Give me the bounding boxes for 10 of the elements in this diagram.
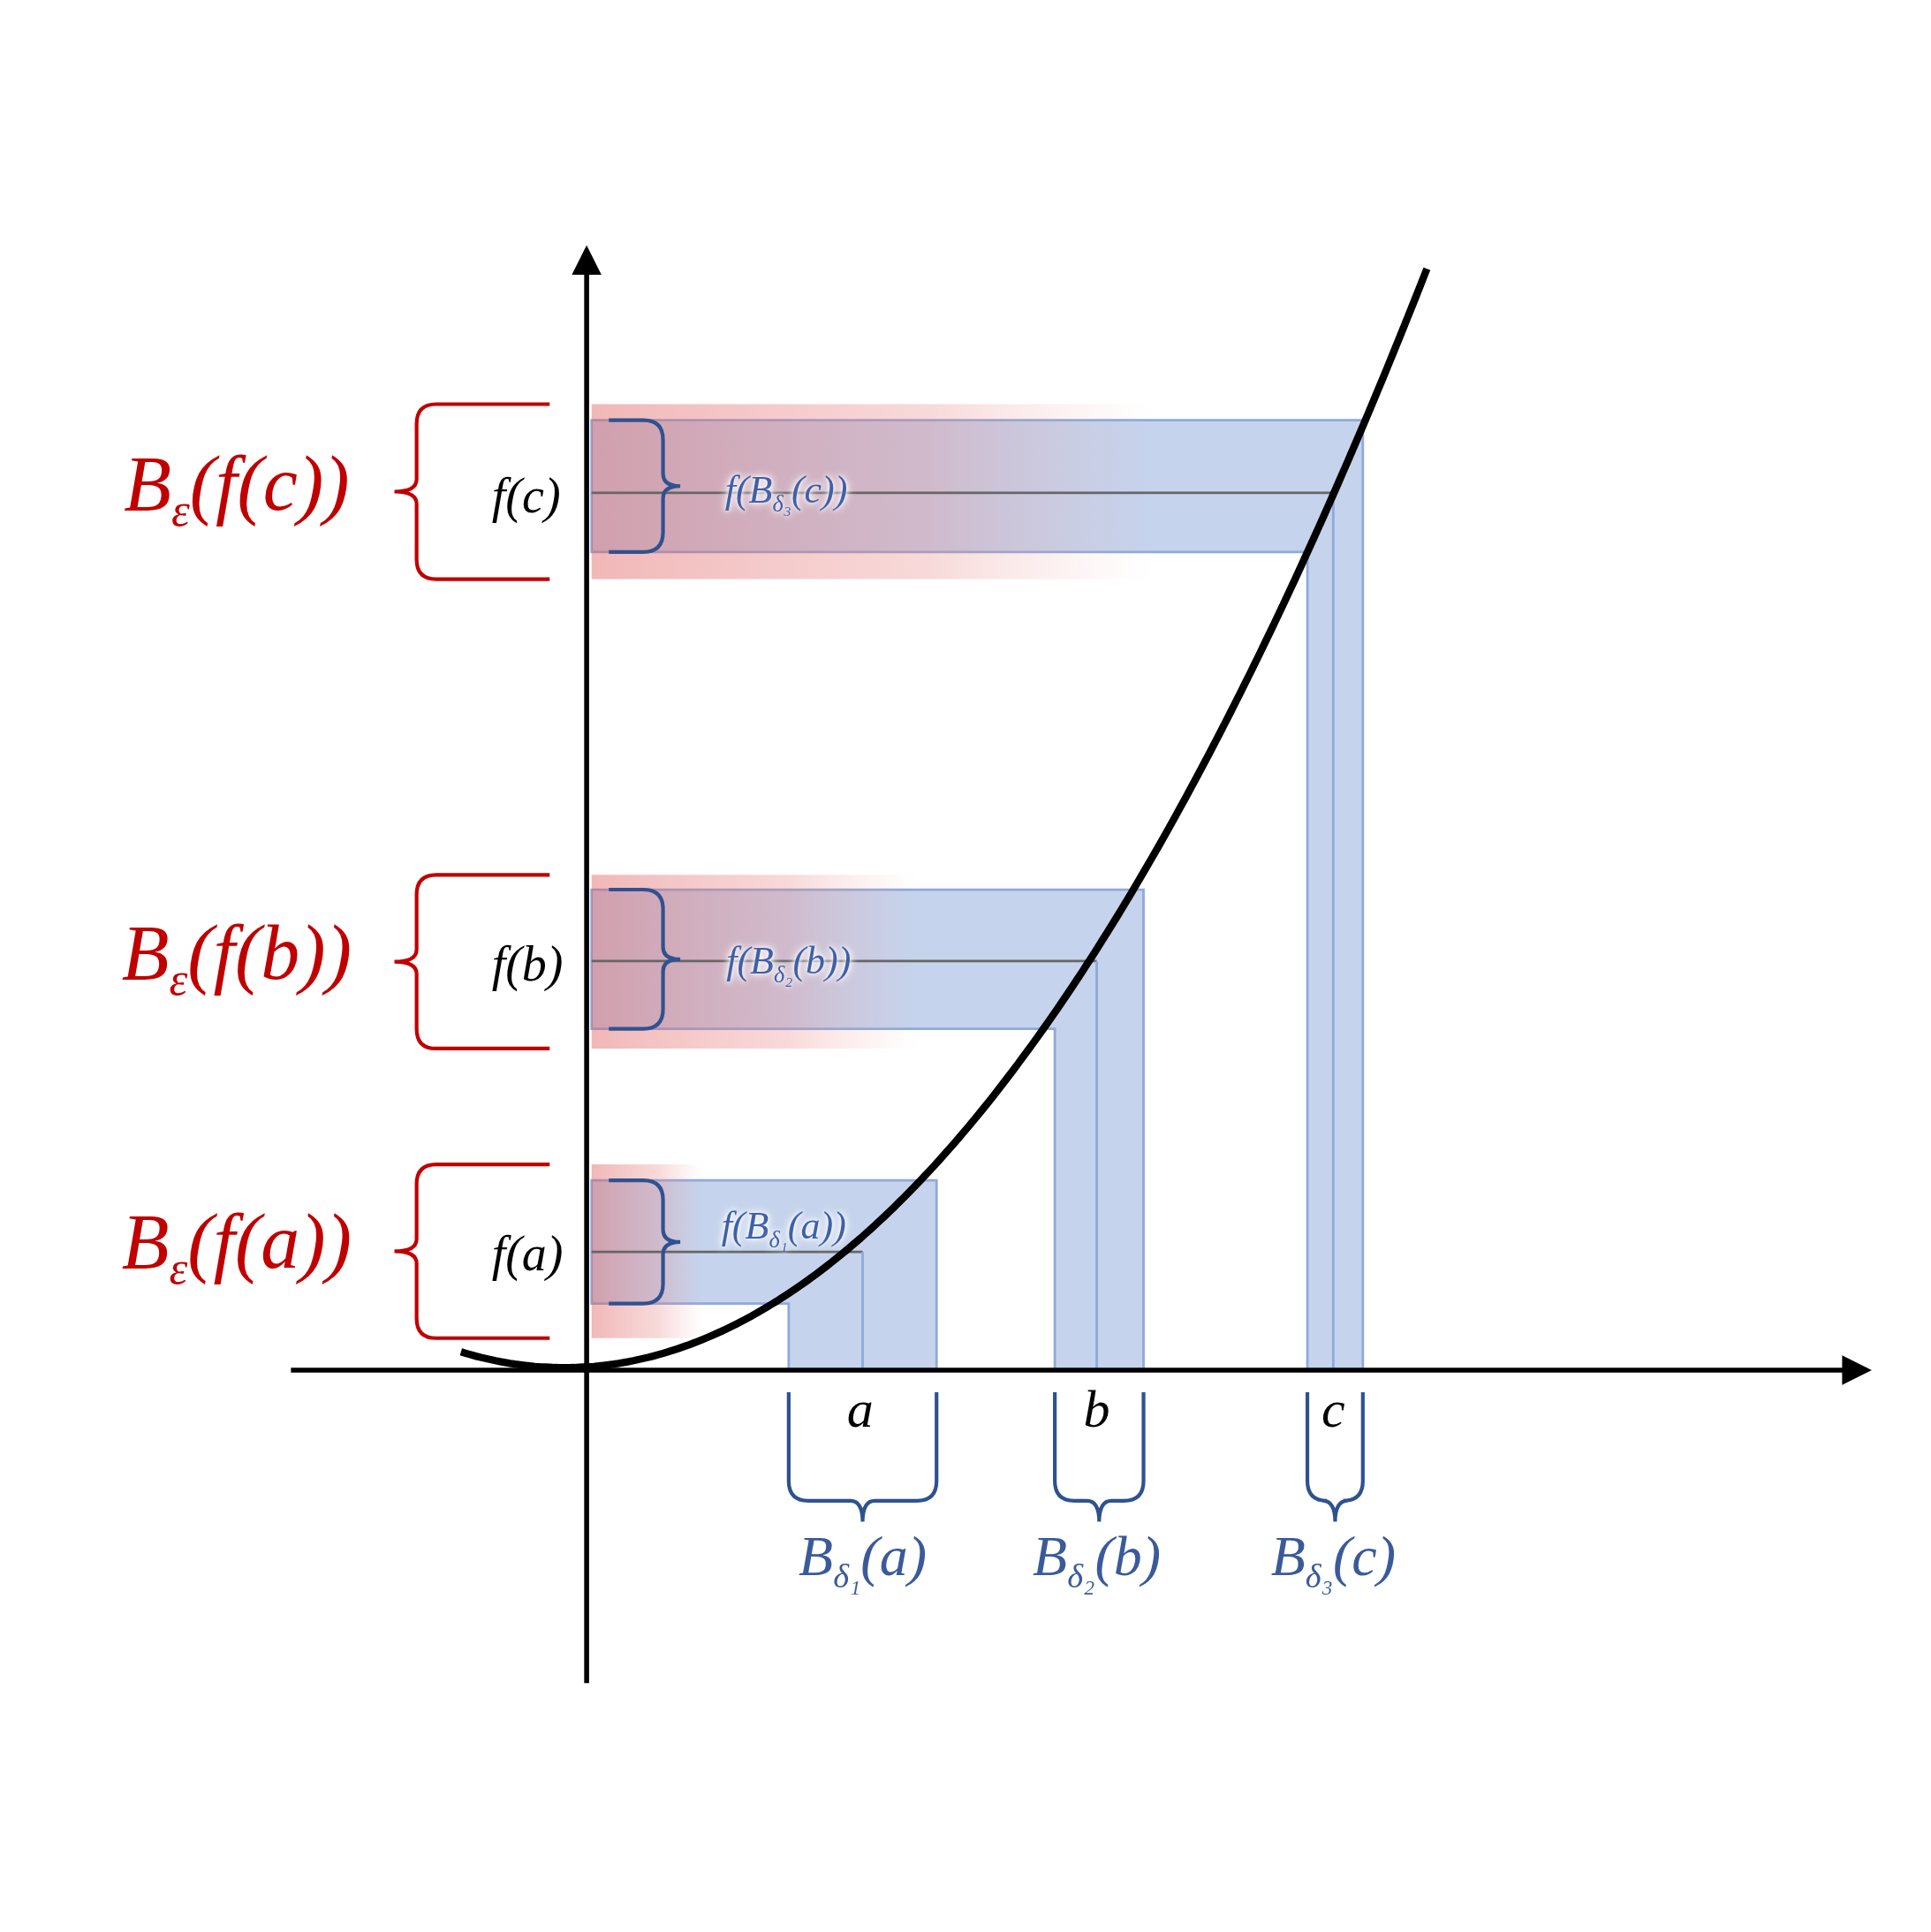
axis-point-label: a <box>846 1382 874 1436</box>
delta-ball-label: B$_{δ₂}$(b) <box>1033 1528 1161 1595</box>
axis-point-label: b <box>1083 1382 1110 1436</box>
delta-ball-label: B$_{δ₃}$(c) <box>1270 1528 1397 1595</box>
delta-ball-label: B$_{δ₁}$(a) <box>799 1528 927 1595</box>
epsilon-ball-label: B$_{ε}$(f(c)) <box>124 444 350 534</box>
epsilon-ball-label: B$_{ε}$(f(a)) <box>121 1202 352 1292</box>
image-set-label: f(B$_{δ₁}$(a)) <box>721 1206 846 1251</box>
epsilon-ball-label: B$_{ε}$(f(b)) <box>121 914 352 1004</box>
axis-point-label: c <box>1321 1382 1345 1436</box>
